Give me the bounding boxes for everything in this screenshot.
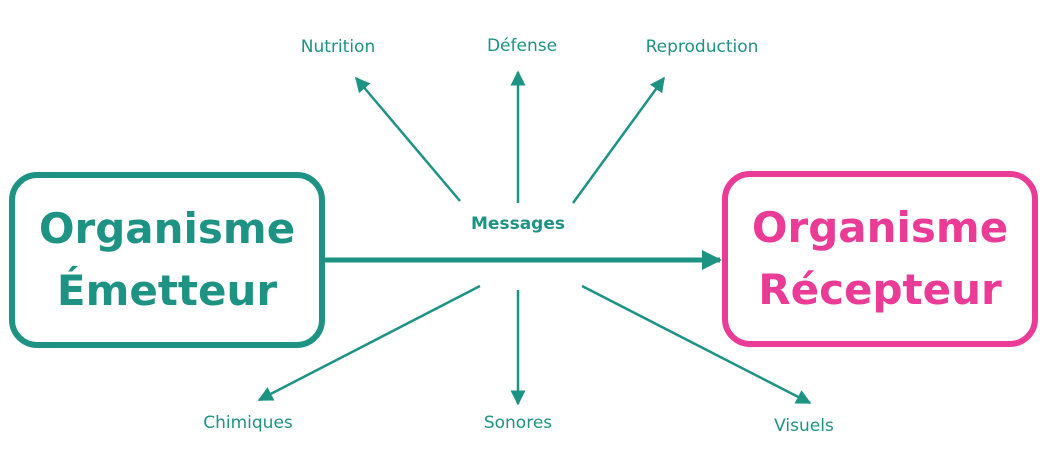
receiver-organism-box: Organisme Récepteur: [722, 171, 1038, 347]
arrow-to-chimiques: [257, 284, 481, 402]
sonores-label: Sonores: [483, 413, 553, 433]
emitter-organism-box: Organisme Émetteur: [9, 172, 325, 348]
chimiques-label: Chimiques: [203, 413, 293, 433]
emitter-line-1: Organisme: [38, 204, 296, 253]
emitter-line-2: Émetteur: [56, 266, 278, 315]
arrow-to-reproduction: [571, 76, 666, 204]
receiver-line-2: Récepteur: [758, 265, 1002, 314]
receiver-line-1: Organisme: [751, 203, 1009, 252]
emitter-organism-label: Organisme Émetteur: [39, 198, 295, 322]
visuels-label: Visuels: [774, 416, 834, 436]
messages-label: Messages: [471, 214, 565, 234]
receiver-organism-label: Organisme Récepteur: [752, 197, 1008, 321]
defense-label: Défense: [486, 36, 558, 56]
nutrition-label: Nutrition: [300, 37, 376, 57]
reproduction-label: Reproduction: [645, 37, 759, 57]
arrow-to-visuels: [581, 284, 812, 405]
arrow-to-nutrition: [355, 76, 461, 202]
